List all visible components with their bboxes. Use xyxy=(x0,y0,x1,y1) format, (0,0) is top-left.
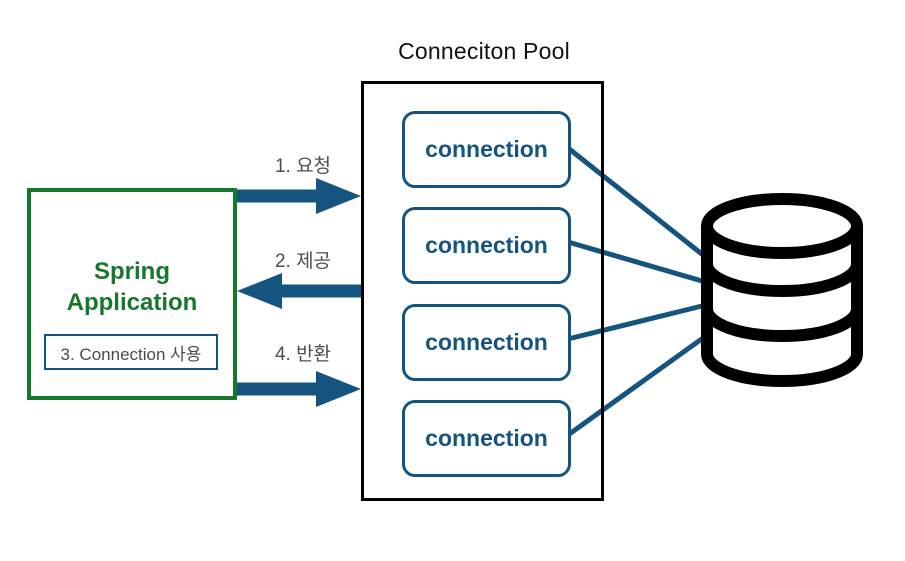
db-link-1 xyxy=(566,146,705,257)
connection-db-links xyxy=(566,146,705,438)
return-arrow-label: 4. 반환 xyxy=(274,344,332,365)
connection-box: connection xyxy=(402,400,571,477)
provide-arrow-label: 2. 제공 xyxy=(274,251,332,272)
spring-application-title-line1: Spring xyxy=(94,258,170,285)
return-arrow xyxy=(237,371,361,407)
connection-box: connection xyxy=(402,304,571,381)
spring-application-title-line2: Application xyxy=(66,289,198,316)
request-arrow xyxy=(237,178,361,214)
connection-usage-label: 3. Connection 사용 xyxy=(44,334,218,370)
db-link-2 xyxy=(567,239,703,284)
pool-title: Conneciton Pool xyxy=(398,38,570,64)
connection-box: connection xyxy=(402,207,571,284)
db-link-3 xyxy=(567,303,703,342)
provide-arrow xyxy=(237,273,361,309)
connection-pool-box: connection connection connection connect… xyxy=(361,81,604,501)
spring-application-box: Spring Application 3. Connection 사용 xyxy=(27,188,237,400)
connection-box: connection xyxy=(402,111,571,188)
spring-application-title: Spring Application xyxy=(31,256,233,318)
db-link-4 xyxy=(566,335,705,438)
database-icon xyxy=(701,193,863,387)
flow-arrows xyxy=(237,178,361,407)
request-arrow-label: 1. 요청 xyxy=(274,156,332,177)
